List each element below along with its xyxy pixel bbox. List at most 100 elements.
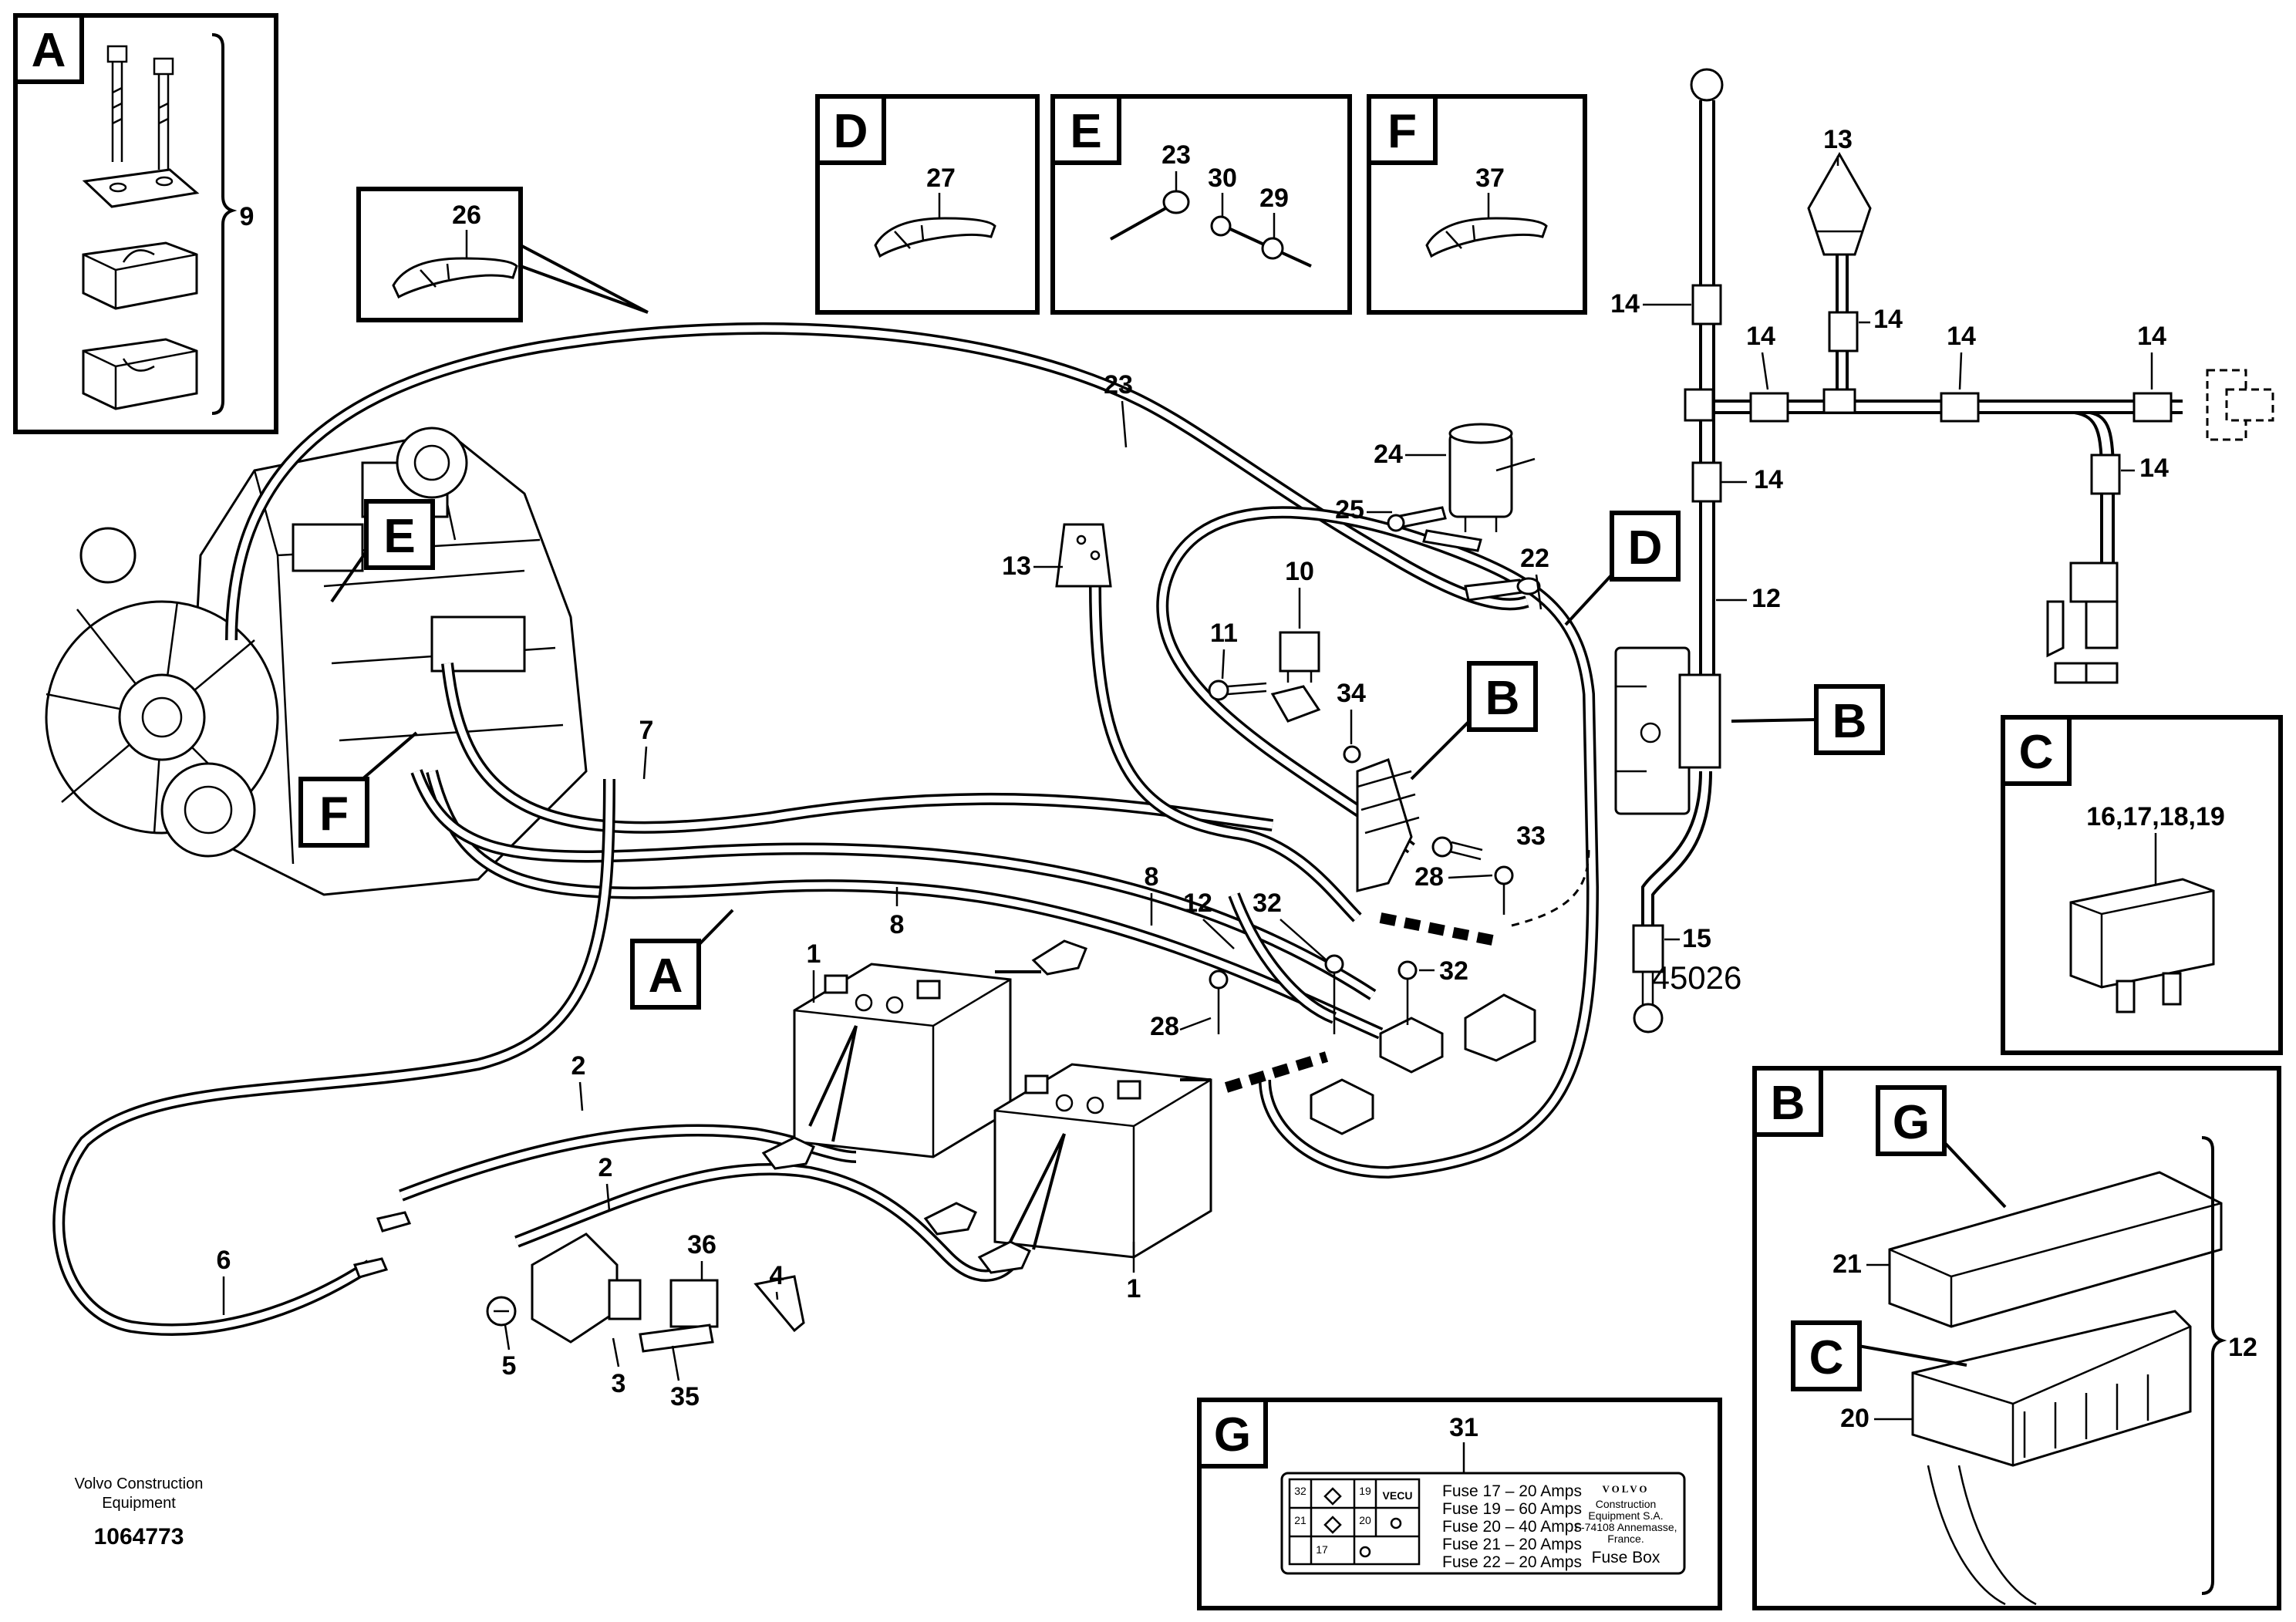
fuse-row-17: Fuse 17 – 20 Amps [1442, 1482, 1582, 1500]
detail-f-panel: F 37 [1367, 94, 1587, 315]
bolt-11 [1208, 679, 1267, 701]
part-1-label-bottom: 1 [1127, 1274, 1141, 1303]
part-28-label-left: 28 [1150, 1012, 1179, 1041]
part-32-label-a: 32 [1253, 889, 1282, 918]
fuse-label-company-4: France. [1607, 1533, 1644, 1545]
dashed-route-3 [1511, 848, 1590, 927]
detail-d-letter: D [834, 105, 868, 158]
fuse-row-21: Fuse 21 – 20 Amps [1442, 1536, 1582, 1553]
part-2-label-a: 2 [571, 1051, 586, 1081]
part-12-label-b: 12 [2228, 1333, 2257, 1362]
footer: Volvo Construction Equipment 1064773 [75, 1475, 204, 1549]
detail-c-callout-b: C [1809, 1331, 1844, 1384]
bolt-33 [1431, 836, 1483, 861]
battery-switch-assembly [352, 1211, 805, 1353]
part-6-label: 6 [217, 1246, 231, 1275]
detail-g-letter: G [1214, 1408, 1251, 1462]
cable-lugs [1422, 529, 1541, 602]
detail-d-panel: D 27 [815, 94, 1040, 315]
drawing-number: 1064773 [94, 1524, 184, 1549]
part-5-label: 5 [502, 1351, 517, 1381]
svg-text:A: A [649, 949, 683, 1003]
callout-b-right: B [1731, 684, 1885, 755]
svg-text:B: B [1485, 672, 1520, 725]
part-14-label-3: 14 [1746, 322, 1775, 351]
dashed-route-1 [1379, 912, 1498, 946]
part-35-label: 35 [670, 1382, 700, 1411]
part-labels: 23 22 24 25 13 10 11 34 33 28 32 32 12 8… [217, 125, 2169, 1411]
dashed-route-2 [1224, 1051, 1329, 1093]
callout-b-main: B [1410, 661, 1538, 781]
part-10-label: 10 [1285, 557, 1314, 586]
part-3-label: 3 [612, 1369, 626, 1398]
cable-23 [225, 322, 1529, 641]
center-reference: 45026 [1652, 959, 1742, 996]
svg-text:D: D [1628, 521, 1663, 575]
part-14-label-1: 14 [1610, 289, 1640, 319]
nuts-28-32 [1209, 865, 1514, 1034]
detail-c-panel: C 16,17,18,19 [2001, 715, 2283, 1055]
fuse-row-20: Fuse 20 – 40 Amps [1442, 1518, 1582, 1536]
battery-lower [993, 1063, 1212, 1259]
detail-g-panel: G 31 32 19 21 20 17 VECU Fuse 17 – 20 Am… [1197, 1398, 1722, 1610]
relay-holder [1270, 685, 1321, 723]
part-36-label: 36 [687, 1230, 716, 1259]
detail-e-letter: E [1070, 105, 1101, 158]
callout-f-main: F [298, 731, 418, 848]
callout-a-main: A [630, 909, 734, 1010]
brand-line-2: Equipment [102, 1495, 176, 1512]
part-1-label-top: 1 [807, 939, 821, 969]
detail-26-panel: 26 [356, 187, 649, 322]
fuse-label-company-1: Construction [1596, 1498, 1657, 1510]
part-14-label-4: 14 [1947, 322, 1976, 351]
brand-line-1: Volvo Construction [75, 1475, 204, 1492]
svg-text:E: E [383, 510, 415, 563]
part-2-label-b: 2 [598, 1153, 613, 1182]
detail-b-panel: B 12 G C 21 20 [1752, 1066, 2281, 1610]
fuse-label-company-3: F-74108 Annemasse, [1574, 1521, 1677, 1533]
nut-34 [1343, 745, 1361, 764]
cable-2-lower [514, 1163, 1015, 1282]
cable-12-lead [1228, 892, 1337, 1024]
part-28-label-right: 28 [1414, 862, 1444, 892]
part-20-label: 20 [1840, 1404, 1870, 1433]
part-27-label: 27 [926, 164, 956, 193]
detail-a-letter: A [32, 24, 66, 77]
fuse-row-22: Fuse 22 – 20 Amps [1442, 1553, 1582, 1571]
part-33-label: 33 [1516, 821, 1546, 851]
bolt-25 [1387, 506, 1447, 532]
part-8-label-a: 8 [1145, 862, 1159, 892]
relay-10 [1279, 631, 1320, 683]
detail-a-panel: A 9 [13, 13, 278, 434]
detail-g-callout-b: G [1893, 1096, 1930, 1149]
part-21-label: 21 [1832, 1249, 1862, 1279]
terminal-blocks [1310, 993, 1536, 1135]
part-12-label-right: 12 [1752, 584, 1781, 613]
part-14-label-5: 14 [2137, 322, 2166, 351]
plug-13-center [1055, 523, 1112, 588]
part-34-label: 34 [1337, 679, 1366, 708]
battery-arrows [808, 970, 1211, 1250]
part-22-label: 22 [1520, 544, 1549, 573]
fuse-label-brand: VOLVO [1603, 1483, 1650, 1495]
fuse-cell-19: 19 [1359, 1485, 1371, 1497]
part-23-label: 23 [1104, 370, 1133, 400]
detail-b-letter: B [1771, 1077, 1805, 1130]
fuse-label: 32 19 21 20 17 VECU Fuse 17 – 20 Amps Fu… [1280, 1472, 1686, 1575]
part-16-19-label: 16,17,18,19 [2086, 802, 2225, 831]
svg-text:F: F [319, 787, 349, 841]
part-13-label-right: 13 [1823, 125, 1853, 154]
part-14-label-7: 14 [2139, 454, 2169, 483]
part-7-label: 7 [639, 716, 654, 745]
flasher-24 [1448, 423, 1536, 532]
part-23-label-e: 23 [1161, 140, 1191, 170]
part-31-label: 31 [1449, 1413, 1478, 1442]
cable-8 [410, 663, 1384, 1040]
part-25-label: 25 [1335, 495, 1364, 524]
part-8-label-b: 8 [890, 910, 905, 939]
part-4-label: 4 [770, 1261, 784, 1290]
fuse-cell-21: 21 [1294, 1514, 1306, 1526]
detail-c-letter: C [2019, 726, 2054, 779]
part-13-label-center: 13 [1002, 551, 1031, 581]
